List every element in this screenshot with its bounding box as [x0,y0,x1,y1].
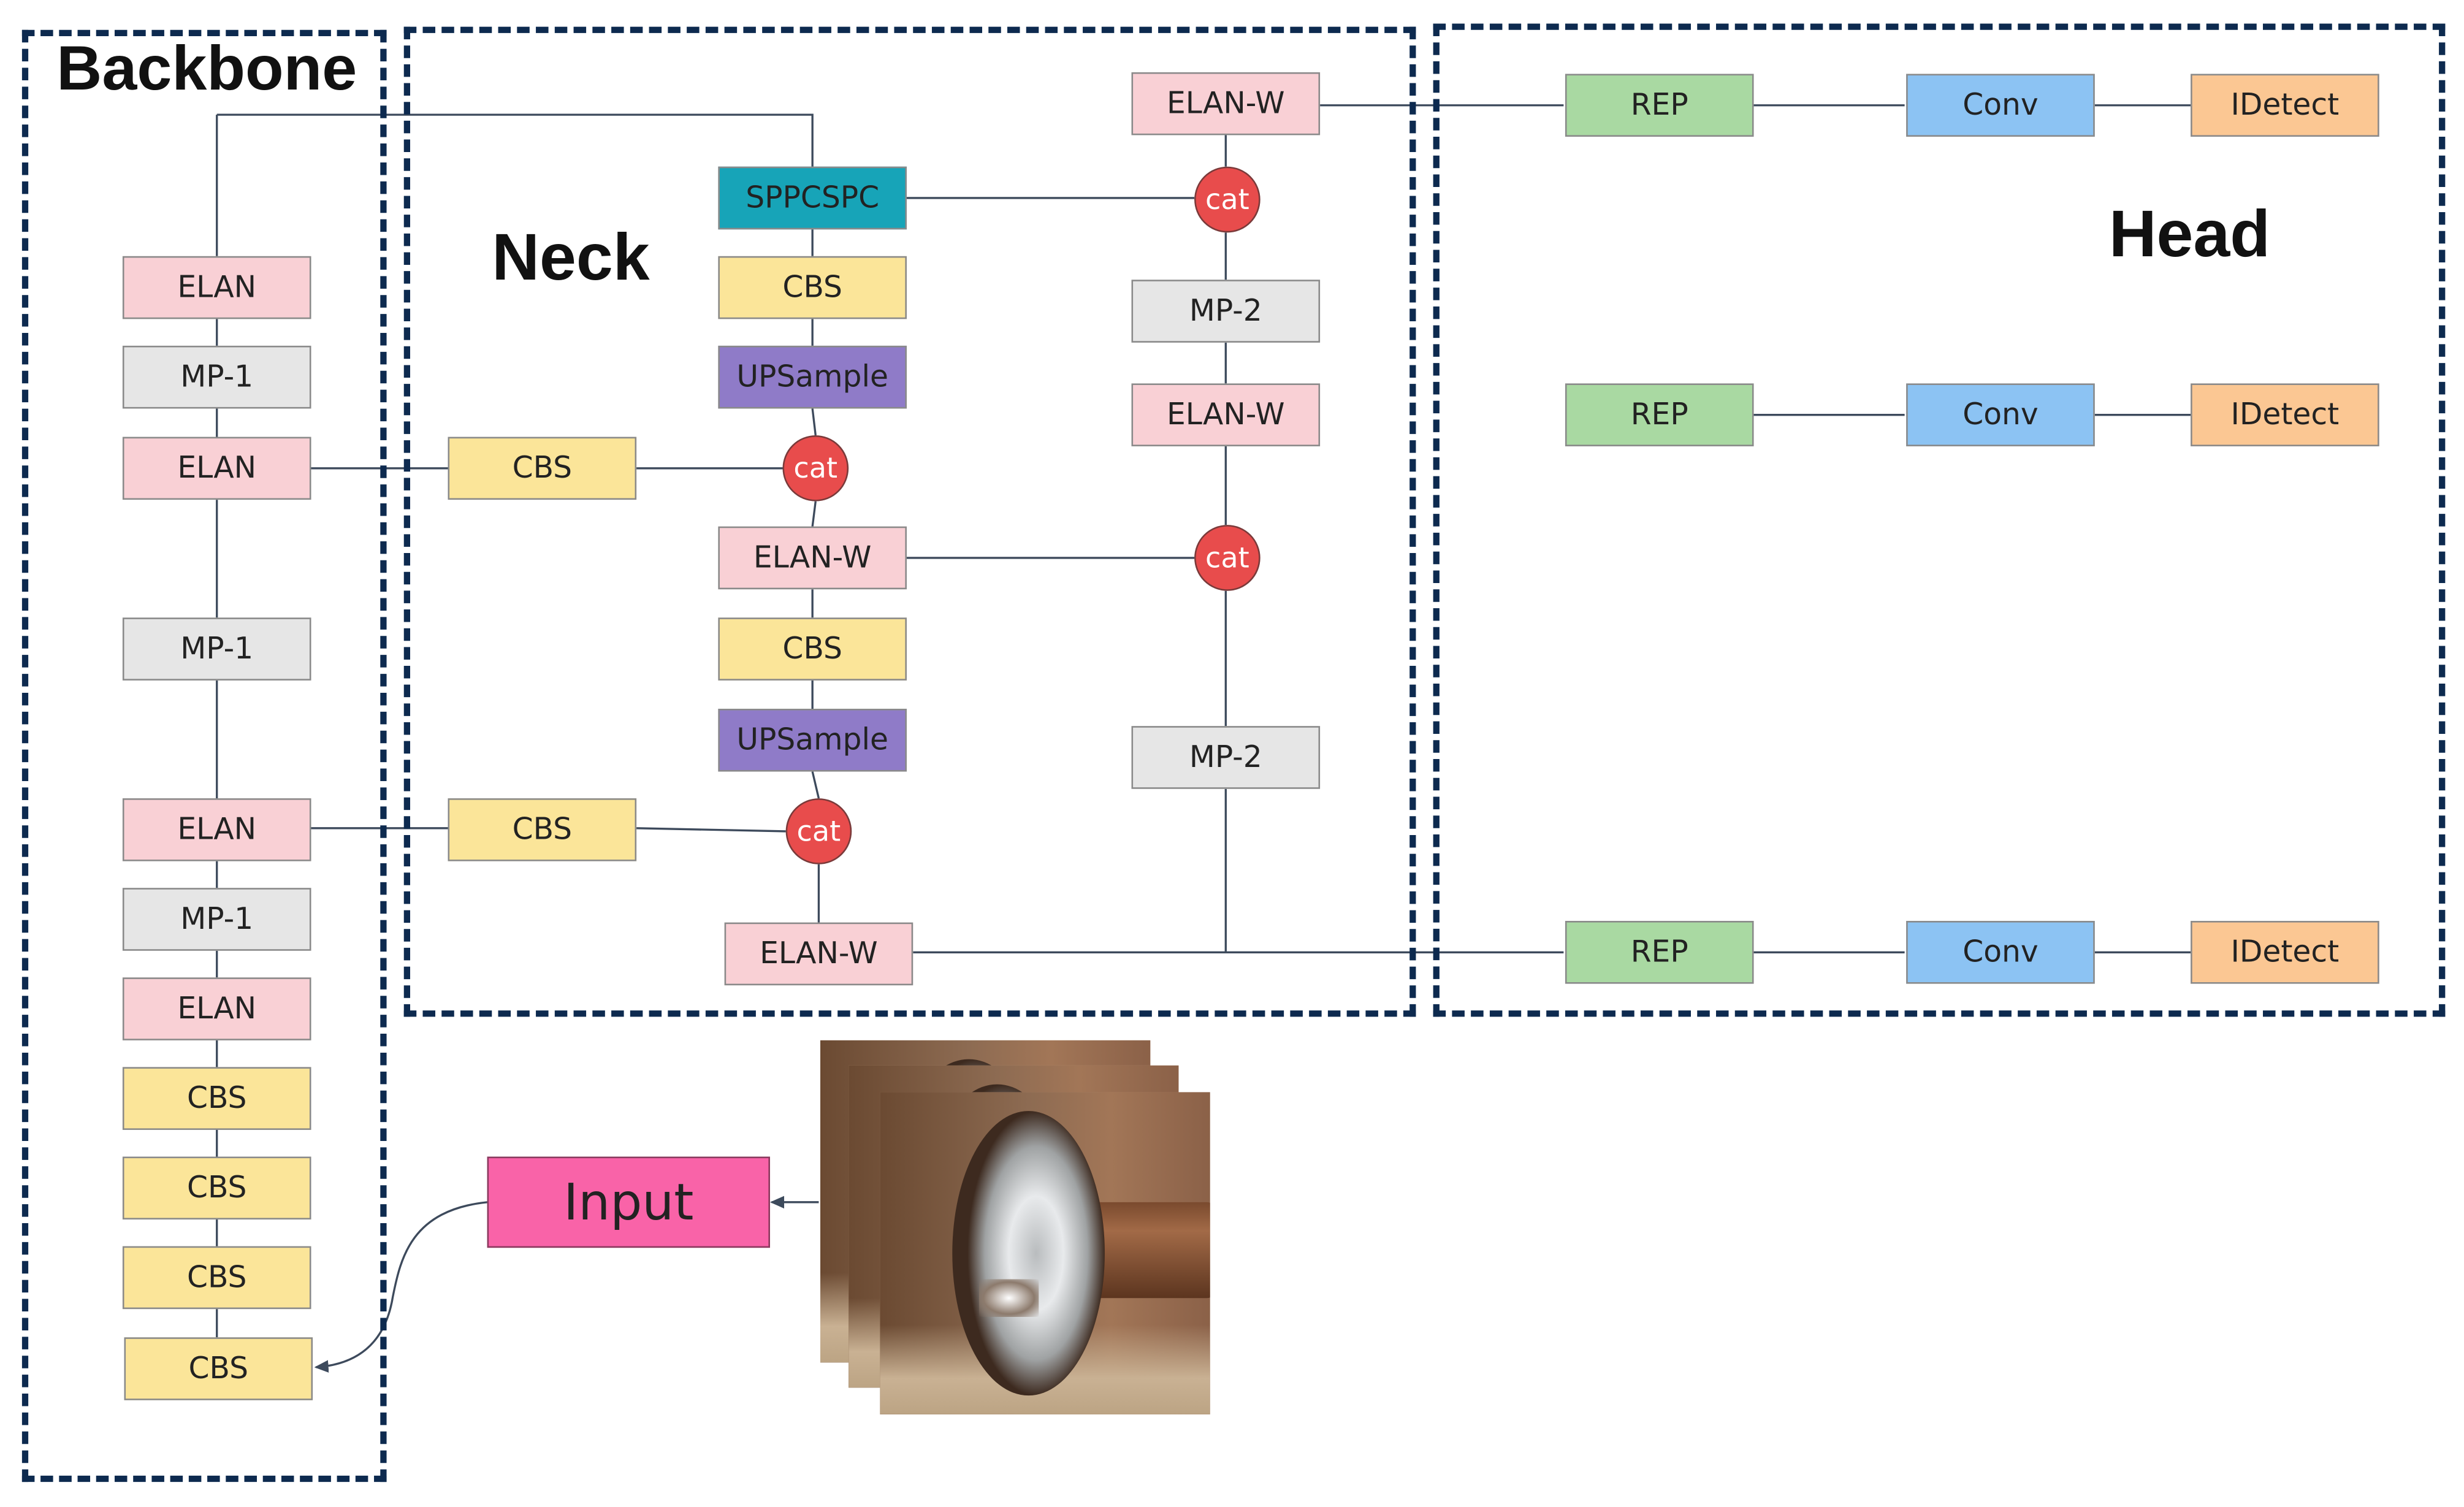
backbone-cbs-1: CBS [122,1067,311,1130]
head-rep-1: REP [1565,74,1754,137]
neck-cbs-side-2: CBS [448,798,637,861]
link-upsample2-cat2 [811,771,820,799]
neck-elan-w-top: ELAN-W [1131,72,1321,135]
neck-mp2-2: MP-2 [1131,726,1321,789]
head-rep-3: REP [1565,921,1754,984]
wheel-defect [978,1279,1039,1318]
backbone-elan-4: ELAN [122,977,311,1040]
neck-upsample-1: UPSample [718,345,907,409]
neck-title: Neck [492,219,650,294]
head-region [1433,23,2446,1017]
backbone-title: Backbone [56,34,357,104]
neck-cat-top: cat [1194,166,1261,233]
head-conv-2: Conv [1906,383,2095,446]
neck-upsample-2: UPSample [718,709,907,772]
head-idetect-2: IDetect [2191,383,2379,446]
neck-cbs-top: CBS [718,256,907,319]
link-backbone-sppcspc [216,113,814,167]
neck-mp2-1: MP-2 [1131,280,1321,343]
head-conv-1: Conv [1906,74,2095,137]
link-upsample-cat1 [811,408,817,436]
neck-sppcspc: SPPCSPC [718,166,907,230]
neck-elan-w-2: ELAN-W [724,922,914,986]
backbone-elan-3: ELAN [122,798,311,861]
backbone-cbs-3: CBS [122,1246,311,1310]
head-title: Head [2108,196,2271,270]
backbone-elan-1: ELAN [122,256,311,319]
input-block: Input [487,1156,770,1248]
backbone-cbs-2: CBS [122,1156,311,1220]
head-conv-3: Conv [1906,921,2095,984]
arrow-input-to-cbs [314,1201,487,1373]
backbone-mp1-3: MP-1 [122,888,311,951]
backbone-elan-2: ELAN [122,437,311,500]
neck-cat-mid: cat [1194,525,1261,591]
neck-region [403,26,1416,1017]
neck-cat-2: cat [785,798,852,864]
head-idetect-1: IDetect [2191,74,2379,137]
neck-elan-w-1: ELAN-W [718,526,907,590]
neck-cat-1: cat [782,435,849,502]
neck-elan-w-mid: ELAN-W [1131,383,1321,446]
backbone-mp1-1: MP-1 [122,345,311,409]
backbone-region [21,29,387,1482]
link-cbs-cat2 [636,827,786,833]
backbone-cbs-4: CBS [124,1337,313,1400]
head-rep-2: REP [1565,383,1754,446]
neck-cbs-mid: CBS [718,617,907,681]
neck-cbs-side-1: CBS [448,437,637,500]
backbone-mp1-2: MP-1 [122,617,311,681]
wheel-image-front [880,1092,1210,1414]
link-cat1-elanw [811,501,817,527]
head-idetect-3: IDetect [2191,921,2379,984]
